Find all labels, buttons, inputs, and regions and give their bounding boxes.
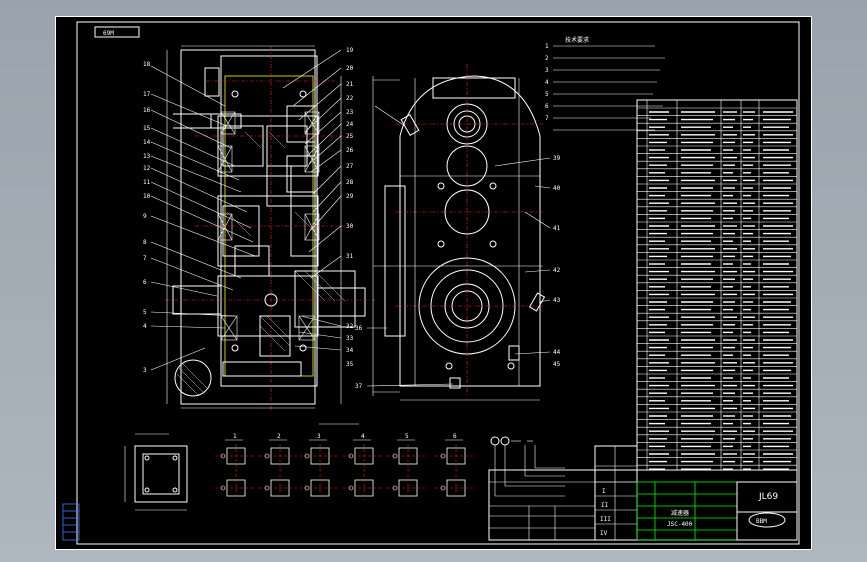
callout: 44 (553, 349, 561, 356)
technical-notes: 技术要求 1 2 3 4 5 6 7 (545, 36, 665, 131)
shaft-detail: 5 (387, 433, 427, 500)
callout: 30 (346, 223, 354, 230)
shaft-detail: 3 (299, 433, 339, 500)
callout: 39 (553, 155, 561, 162)
callouts-left: 18 17 16 15 14 13 12 11 10 9 8 7 6 5 4 3 (143, 61, 151, 374)
callout: 35 (346, 361, 354, 368)
svg-text:II: II (601, 502, 609, 509)
svg-text:4: 4 (545, 79, 549, 86)
shaft-label: 5 (405, 433, 409, 440)
callout: 29 (346, 193, 354, 200)
callout: 19 (346, 47, 354, 54)
callout: 9 (143, 213, 147, 220)
title-block: I II III IV JL69 减速器 JSC-400 BBM (62, 445, 798, 541)
callout: 15 (143, 125, 151, 132)
callout: 25 (346, 133, 354, 140)
callout: 13 (143, 153, 151, 160)
outer-border (55, 16, 812, 550)
company-logo: BBM (756, 518, 767, 525)
callout: 5 (143, 309, 147, 316)
callout: 22 (346, 95, 354, 102)
drawing-number: JL69 (758, 492, 778, 502)
leader-lines (150, 49, 342, 371)
shaft-label: 4 (361, 433, 365, 440)
callout: 28 (346, 179, 354, 186)
callout: 14 (143, 139, 151, 146)
shaft-detail: 2 (259, 433, 299, 500)
callout: 11 (143, 179, 151, 186)
side-view: 39 40 41 42 43 44 45 36 37 (355, 64, 561, 401)
sheet-tag: 69M (103, 30, 114, 37)
callout: 4 (143, 323, 147, 330)
callout: 24 (346, 121, 354, 128)
callout: 6 (143, 279, 147, 286)
callout: 26 (346, 147, 354, 154)
parts-list (636, 99, 798, 471)
svg-text:2: 2 (545, 55, 549, 62)
callout: 33 (346, 335, 354, 342)
callout: 34 (346, 347, 354, 354)
svg-text:1: 1 (545, 43, 549, 50)
shaft-detail: 6 (435, 433, 475, 500)
sheet-tag-box (94, 26, 140, 38)
callout: 37 (355, 383, 363, 390)
svg-text:5: 5 (545, 91, 549, 98)
svg-text:I: I (602, 488, 606, 495)
shaft-label: 6 (453, 433, 457, 440)
callout: 8 (143, 239, 147, 246)
section-view (165, 45, 375, 412)
callout: 21 (346, 81, 354, 88)
callout: 3 (143, 367, 147, 374)
callout: 32 (346, 323, 354, 330)
shaft-detail: 1 (215, 433, 255, 500)
callout: 7 (143, 255, 147, 262)
callout: 27 (346, 163, 354, 170)
callout: 36 (355, 325, 363, 332)
callout: 17 (143, 91, 151, 98)
callout: 18 (143, 61, 151, 68)
callout: 31 (346, 253, 354, 260)
shaft-label: 3 (317, 433, 321, 440)
shaft-label: 2 (277, 433, 281, 440)
product-name: 减速器 (671, 509, 689, 517)
callout: 23 (346, 109, 354, 116)
callouts-right: 19 20 21 22 23 24 25 26 27 28 29 30 31 3… (346, 47, 354, 368)
callout: 12 (143, 165, 151, 172)
callout: 42 (553, 267, 561, 274)
callout: 20 (346, 65, 354, 72)
shaft-detail: 4 (343, 433, 383, 500)
callout: 40 (553, 185, 561, 192)
notes-title: 技术要求 (565, 36, 589, 44)
product-code: JSC-400 (667, 521, 693, 528)
svg-text:3: 3 (545, 67, 549, 74)
svg-text:7: 7 (545, 115, 549, 122)
inner-frame (76, 21, 800, 545)
cad-drawing: 69M (55, 16, 812, 550)
callout: 43 (553, 297, 561, 304)
shaft-label: 1 (233, 433, 237, 440)
callout: 45 (553, 361, 561, 368)
callout: 41 (553, 225, 561, 232)
callout: 10 (143, 193, 151, 200)
callout: 16 (143, 107, 151, 114)
svg-text:IV: IV (600, 530, 608, 537)
drawing-canvas[interactable]: 69M (55, 16, 812, 550)
svg-text:6: 6 (545, 103, 549, 110)
detail-views: 1 2 3 4 5 6 (124, 423, 595, 540)
svg-text:III: III (600, 516, 611, 523)
